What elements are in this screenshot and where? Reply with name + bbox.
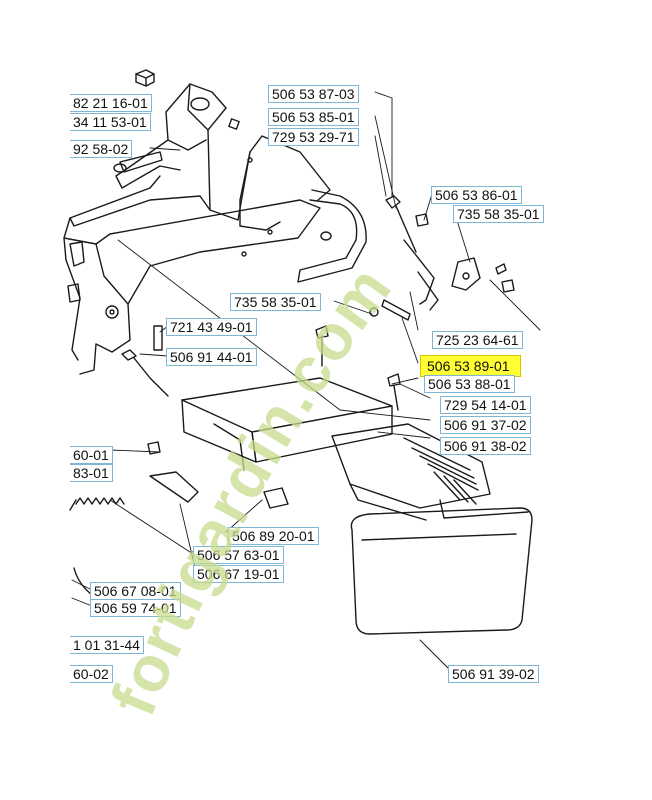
part-label-p7[interactable]: 506 53 86-01: [431, 186, 522, 204]
upper-cover: [181, 377, 393, 471]
lower-bracket: [149, 471, 289, 509]
part-label-p26[interactable]: 60-02: [70, 665, 113, 683]
part-label-p12[interactable]: 506 91 44-01: [166, 348, 257, 366]
part-label-p5[interactable]: 506 53 85-01: [268, 108, 359, 126]
part-label-p1[interactable]: 82 21 16-01: [70, 94, 152, 112]
part-label-p14[interactable]: 506 53 88-01: [424, 375, 515, 393]
spring: [69, 497, 125, 511]
part-label-p15[interactable]: 729 54 14-01: [440, 396, 531, 414]
part-label-p21[interactable]: 506 57 63-01: [193, 546, 284, 564]
part-label-p6[interactable]: 729 53 29-71: [268, 128, 359, 146]
part-label-p11[interactable]: 725 23 64-61: [432, 331, 523, 349]
part-label-p22[interactable]: 506 67 19-01: [193, 565, 284, 583]
part-label-p9[interactable]: 735 58 35-01: [230, 293, 321, 311]
part-label-p13-highlighted[interactable]: 506 53 89-01: [420, 355, 521, 377]
part-label-p25[interactable]: 1 01 31-44: [70, 636, 144, 654]
part-label-p2[interactable]: 34 11 53-01: [70, 113, 151, 131]
part-label-p24[interactable]: 506 59 74-01: [90, 599, 181, 617]
part-label-p8[interactable]: 735 58 35-01: [453, 205, 544, 223]
part-label-p17[interactable]: 60-01: [70, 446, 113, 464]
part-label-p20[interactable]: 506 89 20-01: [228, 527, 319, 545]
main-frame: [63, 83, 367, 375]
part-label-p16[interactable]: 506 91 37-02: [440, 416, 531, 434]
top-nut: [135, 69, 155, 87]
part-label-p3[interactable]: 92 58-02: [70, 140, 133, 158]
part-label-p18[interactable]: 506 91 38-02: [440, 437, 531, 455]
part-label-p27[interactable]: 506 91 39-02: [448, 665, 539, 683]
part-label-p10[interactable]: 721 43 49-01: [166, 318, 257, 336]
fasteners: [121, 195, 515, 455]
part-label-p4[interactable]: 506 53 87-03: [268, 85, 359, 103]
part-label-p19[interactable]: 83-01: [70, 464, 113, 482]
collector-plate: [350, 499, 533, 635]
part-label-p23[interactable]: 506 67 08-01: [90, 582, 181, 600]
